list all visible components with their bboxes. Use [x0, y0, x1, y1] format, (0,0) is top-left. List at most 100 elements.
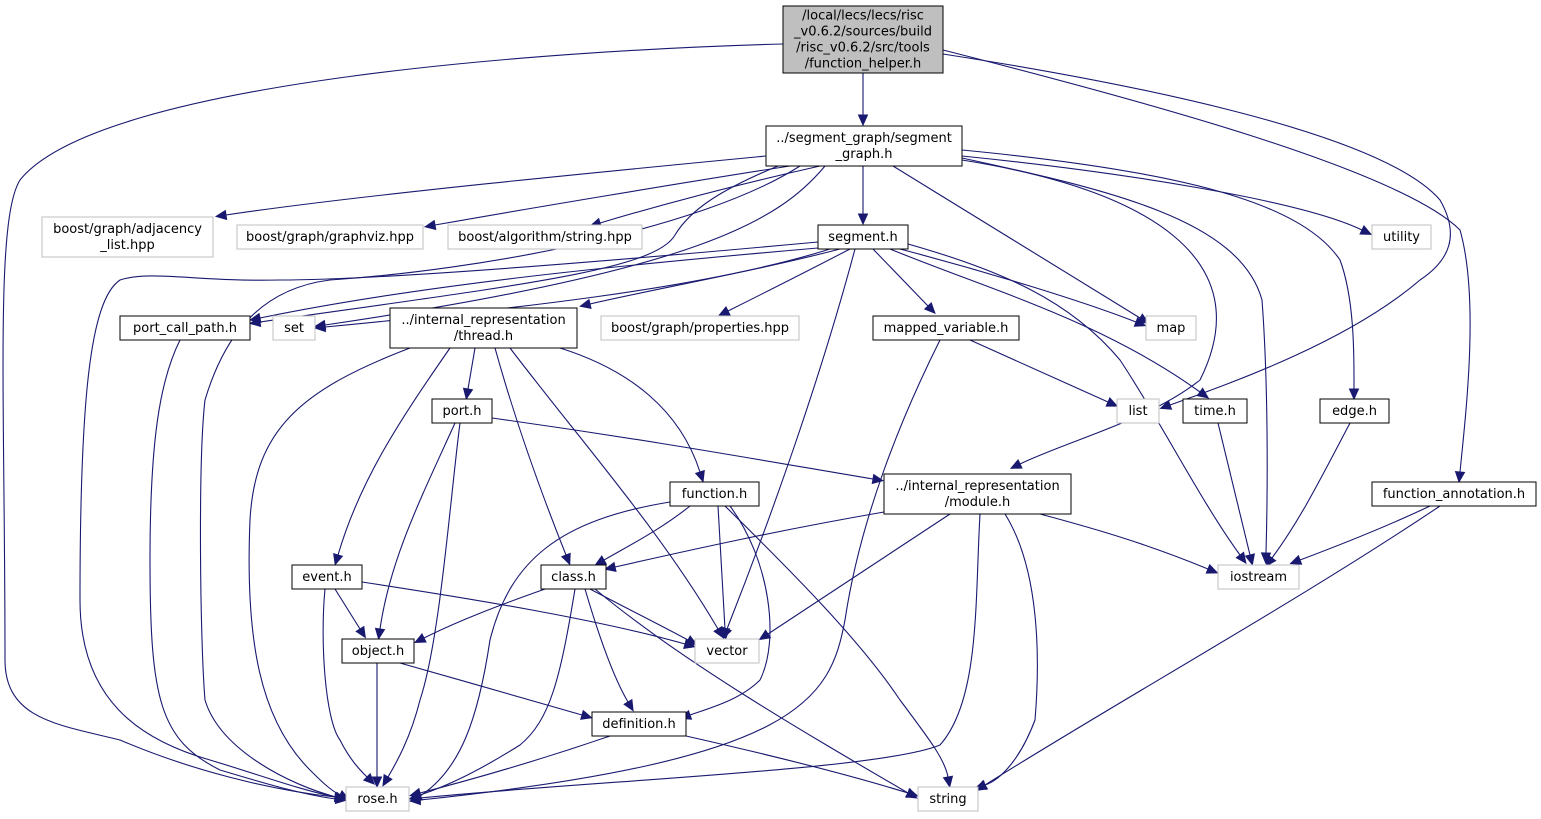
edge-segment_graph-to-graphviz — [423, 165, 791, 231]
edge-line — [259, 165, 779, 323]
edge-line — [599, 165, 821, 224]
node-label: ../internal_representation — [895, 479, 1059, 494]
node-label: segment.h — [828, 230, 897, 245]
edge-line — [961, 159, 1217, 465]
node-time[interactable]: time.h — [1182, 398, 1248, 424]
node-event[interactable]: event.h — [291, 564, 363, 590]
node-segment_graph[interactable]: ../segment_graph/segment_graph.h — [765, 125, 963, 167]
node-port_call_path[interactable]: port_call_path.h — [119, 315, 251, 341]
edge-segment_graph-to-edge — [961, 149, 1360, 401]
edge-arrowhead — [249, 312, 262, 324]
node-box — [272, 315, 316, 341]
node-mapped_variable[interactable]: mapped_variable.h — [872, 315, 1020, 341]
edge-object-to-rose — [371, 663, 383, 789]
edge-arrowhead — [362, 772, 375, 785]
node-label: ../internal_representation — [401, 313, 565, 328]
edge-arrowhead — [1289, 554, 1303, 565]
edge-function_annotation-to-string — [975, 505, 1441, 791]
edge-segment-to-iostream — [907, 243, 1247, 565]
node-object[interactable]: object.h — [341, 638, 415, 664]
node-label: boost/graph/graphviz.hpp — [246, 230, 414, 245]
edge-arrowhead — [685, 635, 698, 646]
edge-line — [337, 347, 451, 556]
edge-line — [2, 43, 784, 798]
node-box — [236, 224, 424, 250]
edge-line — [603, 505, 691, 561]
edge-segment-to-time — [889, 248, 1210, 399]
node-port[interactable]: port.h — [431, 398, 493, 424]
node-edge[interactable]: edge.h — [1319, 398, 1390, 424]
edge-line — [1271, 422, 1351, 559]
edge-line — [494, 347, 567, 556]
node-label: ../segment_graph/segment — [776, 131, 952, 146]
node-box — [345, 786, 410, 812]
edge-arrowhead — [1265, 554, 1277, 568]
node-label: vector — [706, 644, 748, 659]
edge-line — [907, 243, 1241, 556]
node-box — [669, 481, 760, 507]
edge-line — [419, 735, 611, 794]
node-ir_module[interactable]: ../internal_representation/module.h — [883, 473, 1072, 515]
edge-line — [419, 501, 671, 797]
node-box — [917, 786, 979, 812]
edge-line — [399, 662, 583, 716]
node-label: _list.hpp — [99, 238, 154, 253]
node-label: edge.h — [1332, 404, 1377, 419]
edge-arrowhead — [758, 629, 772, 641]
node-box — [291, 564, 363, 590]
node-graphviz: boost/graph/graphviz.hpp — [236, 224, 424, 250]
node-map: map — [1145, 315, 1197, 341]
edge-line — [248, 347, 411, 796]
edge-arrowhead — [371, 776, 383, 789]
node-box — [765, 125, 963, 167]
node-label: time.h — [1194, 404, 1236, 419]
node-segment[interactable]: segment.h — [817, 224, 909, 250]
node-function[interactable]: function.h — [669, 481, 760, 507]
edge-line — [419, 339, 941, 801]
edge-line — [259, 247, 819, 319]
edge-segment_graph-to-adjacency — [214, 155, 767, 221]
node-vector: vector — [694, 638, 760, 664]
edge-arrowhead — [694, 469, 705, 483]
node-function_annotation[interactable]: function_annotation.h — [1371, 481, 1537, 507]
edge-arrowhead — [1235, 551, 1247, 565]
edge-line — [584, 588, 629, 703]
edge-arrowhead — [719, 628, 731, 641]
node-label: boost/graph/properties.hpp — [611, 321, 789, 336]
edge-line — [727, 248, 851, 312]
edge-line — [614, 511, 885, 568]
node-label: /module.h — [945, 495, 1010, 510]
edge-arrowhead — [413, 633, 427, 644]
edge-arrowhead — [462, 387, 474, 401]
edge-ir_thread-to-port — [462, 347, 476, 401]
edge-line — [379, 422, 456, 630]
edge-line — [423, 588, 546, 639]
edge-arrowhead — [1359, 225, 1373, 235]
node-definition[interactable]: definition.h — [591, 711, 687, 737]
edge-arrowhead — [1196, 387, 1210, 399]
node-box — [1319, 398, 1390, 424]
edge-arrowhead — [871, 473, 885, 485]
node-ir_thread[interactable]: ../internal_representation/thread.h — [389, 307, 578, 349]
edge-line — [589, 248, 841, 305]
node-label: rose.h — [357, 792, 397, 807]
node-class[interactable]: class.h — [540, 564, 607, 590]
node-box — [447, 224, 643, 250]
edge-line — [726, 248, 856, 630]
edge-arrowhead — [594, 555, 608, 566]
edge-line — [892, 165, 1141, 319]
edge-port-to-ir_module — [491, 417, 885, 485]
edge-line — [961, 155, 1363, 231]
edge-arrowhead — [423, 219, 437, 231]
edge-ir_module-to-class — [604, 511, 885, 573]
edge-line — [889, 248, 1201, 393]
node-box — [1217, 564, 1300, 590]
edge-line — [79, 241, 819, 798]
edge-definition-to-rose — [409, 735, 611, 798]
edge-time-to-iostream — [1217, 422, 1256, 566]
node-rose: rose.h — [345, 786, 410, 812]
node-box — [1145, 315, 1197, 341]
node-label: _v0.6.2/sources/build — [793, 25, 932, 40]
node-label: iostream — [1230, 570, 1287, 585]
edge-event-to-vector — [361, 581, 696, 649]
